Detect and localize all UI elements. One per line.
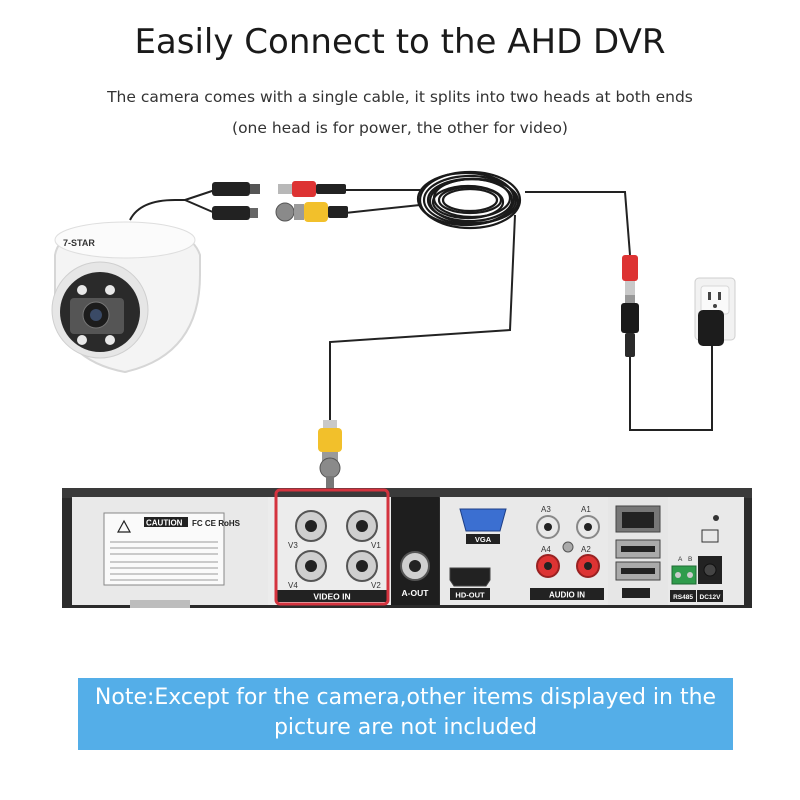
video-in-highlight: [274, 488, 390, 606]
cable-lines: [129, 189, 713, 431]
rs485-pin-b: B: [688, 556, 692, 563]
audio-in-ports: [530, 515, 604, 600]
audio-out-port: [400, 551, 430, 581]
power-plug-red: [621, 255, 639, 357]
caution-sticker: [103, 512, 225, 586]
vga-port: [459, 508, 507, 544]
page-title: Easily Connect to the AHD DVR: [134, 22, 666, 62]
cable-connectors-color: [275, 181, 348, 222]
note-banner: Note:Except for the camera,other items d…: [78, 678, 733, 750]
power-adapter: [694, 277, 736, 346]
caution-title: CAUTION: [146, 519, 183, 528]
video-in-label: VIDEO IN: [313, 592, 350, 602]
cable-coil: [416, 170, 522, 230]
rs485-dc-ports: [670, 515, 723, 602]
port-label-a3: A3: [541, 505, 551, 514]
camera-brand-label: 7-STAR: [63, 238, 95, 248]
audio-in-label: AUDIO IN: [549, 591, 585, 600]
port-label-v4: V4: [288, 581, 298, 590]
dc12v-label: DC12V: [700, 594, 722, 601]
camera-connectors-black: [212, 182, 260, 220]
port-label-a2: A2: [581, 545, 591, 554]
cert-marks: FC CE RoHS: [192, 519, 241, 528]
audio-out-label: A-OUT: [402, 588, 430, 598]
vga-label: VGA: [475, 535, 492, 544]
port-label-a1: A1: [581, 505, 591, 514]
rs485-pin-a: A: [678, 556, 683, 563]
subtitle-line-1: The camera comes with a single cable, it…: [107, 88, 693, 106]
rs485-label: RS485: [673, 594, 693, 601]
port-label-v3: V3: [288, 541, 298, 550]
subtitle-line-2: (one head is for power, the other for vi…: [232, 119, 568, 137]
video-bnc-plug: [318, 420, 342, 490]
port-label-v2: V2: [371, 581, 381, 590]
dome-camera: [51, 221, 201, 374]
port-label-a4: A4: [541, 545, 551, 554]
video-in-ports: [276, 510, 388, 602]
hdmi-port: [449, 567, 491, 600]
port-label-v1: V1: [371, 541, 381, 550]
hdmi-label: HD-OUT: [455, 591, 485, 600]
lan-usb-ports: [615, 505, 661, 598]
